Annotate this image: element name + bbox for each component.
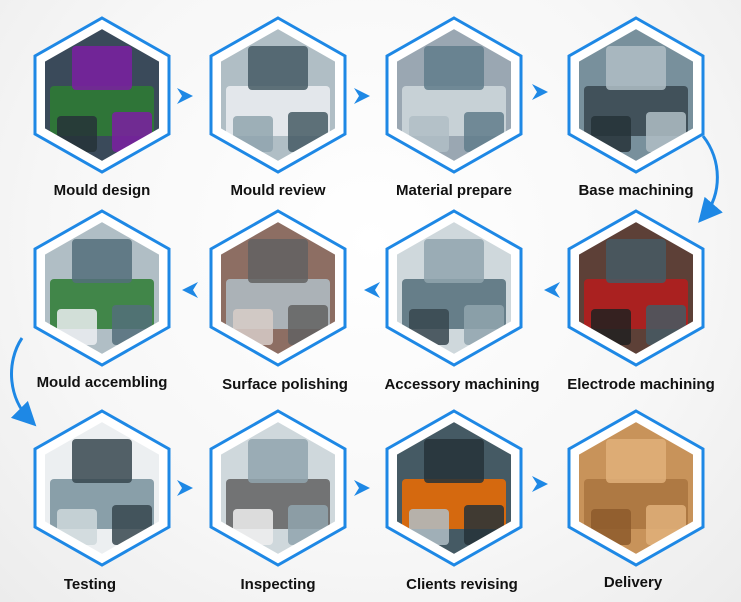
step-10-hexagon [209, 409, 347, 567]
step-1-label: Mould design [53, 182, 151, 199]
step-12-hexagon [567, 409, 705, 567]
step-4-hexagon [567, 16, 705, 174]
arrow-right-icon [354, 480, 370, 496]
step-5-hexagon [567, 209, 705, 367]
step-11-label: Clients revising [406, 576, 518, 593]
arrow-right-icon [177, 88, 193, 104]
arrow-right-icon [354, 88, 370, 104]
step-9-label: Testing [63, 576, 117, 593]
step-10-label: Inspecting [240, 576, 316, 593]
step-8-hexagon [33, 209, 171, 367]
step-8-label: Mould accembling [36, 374, 168, 391]
step-6-hexagon [385, 209, 523, 367]
arrow-right-icon [532, 476, 548, 492]
step-6-label: Accessory machining [384, 376, 540, 393]
step-1-hexagon [33, 16, 171, 174]
step-9-hexagon [33, 409, 171, 567]
step-12-label: Delivery [603, 574, 663, 591]
step-11-hexagon [385, 409, 523, 567]
arrow-left-icon [182, 282, 198, 298]
arrow-right-icon [532, 84, 548, 100]
step-4-label: Base machining [578, 182, 694, 199]
step-2-label: Mould review [230, 182, 326, 199]
step-7-hexagon [209, 209, 347, 367]
arrow-left-icon [544, 282, 560, 298]
arrow-right-icon [177, 480, 193, 496]
arrow-left-icon [364, 282, 380, 298]
step-2-hexagon [209, 16, 347, 174]
step-5-label: Electrode machining [567, 376, 715, 393]
curved-arrow-down-icon [10, 337, 37, 427]
step-3-hexagon [385, 16, 523, 174]
step-3-label: Material prepare [396, 182, 512, 199]
step-7-label: Surface polishing [222, 376, 348, 393]
curved-arrow-down-icon [698, 135, 723, 223]
